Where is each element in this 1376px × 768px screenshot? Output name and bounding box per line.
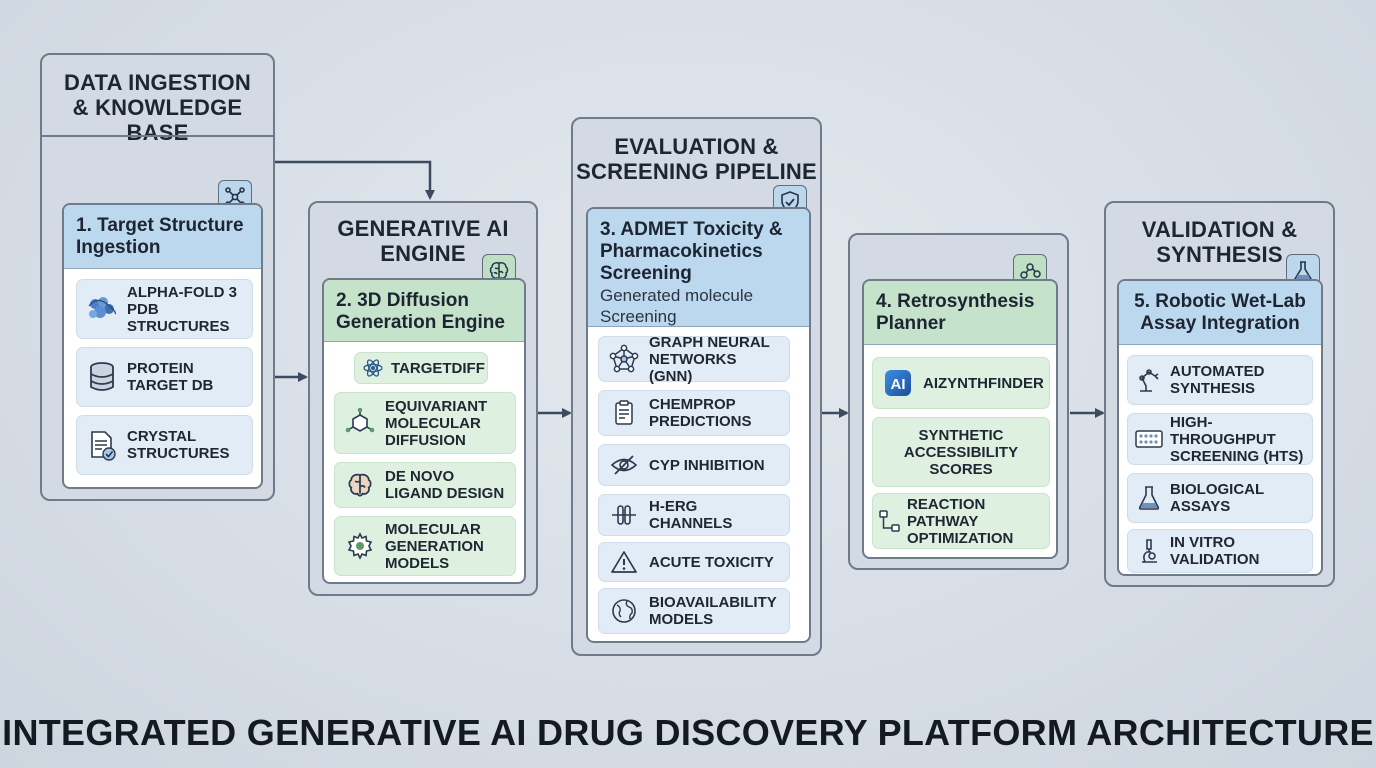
stage-admet-screening: 3. ADMET Toxicity & Pharmacokinetics Scr… [586, 207, 811, 643]
list-item-crystal-structures: CRYSTAL STRUCTURES [76, 415, 253, 475]
list-item-in-vitro: IN VITRO VALIDATION [1127, 529, 1313, 573]
flowchart-icon [878, 504, 902, 538]
list-item-label: TARGETDIFF [391, 359, 485, 377]
ion-channel-icon [607, 498, 641, 532]
graph-network-icon [607, 342, 641, 376]
stage-robotic-wet-lab: 5. Robotic Wet-Lab Assay Integration AUT… [1117, 279, 1323, 576]
list-item-de-novo-ligand: DE NOVO LIGAND DESIGN [334, 462, 516, 508]
column-generative-ai-engine: GENERATIVE AI ENGINE 2. 3D Diffusion Gen… [308, 201, 538, 596]
list-item-label: BIOAVAILABILITY MODELS [649, 594, 777, 628]
list-item-targetdiff: TARGETDIFF [354, 352, 488, 384]
brain-icon [343, 468, 377, 502]
list-item-label: DE NOVO LIGAND DESIGN [385, 468, 505, 502]
protein-structure-icon [85, 292, 119, 326]
list-item-label: CHEMPROP PREDICTIONS [649, 396, 752, 430]
list-item-label: ACUTE TOXICITY [649, 553, 774, 571]
column-title: EVALUATION & SCREENING PIPELINE [576, 134, 817, 184]
stage-title: 3. ADMET Toxicity & Pharmacokinetics Scr… [600, 219, 783, 284]
list-item-label: REACTION PATHWAY OPTIMIZATION [907, 495, 1014, 547]
warning-icon [607, 545, 641, 579]
gear-icon [343, 529, 377, 563]
list-item-bioavailability: BIOAVAILABILITY MODELS [598, 588, 790, 634]
list-item-equivariant-diffusion: EQUIVARIANT MOLECULAR DIFFUSION [334, 392, 516, 454]
stage-subtitle: Generated molecule Screening [600, 286, 754, 326]
eye-off-icon [607, 448, 641, 482]
list-item-label: CYP INHIBITION [649, 456, 765, 474]
list-item-chemprop: CHEMPROP PREDICTIONS [598, 390, 790, 436]
list-item-molecular-generation: MOLECULAR GENERATION MODELS [334, 516, 516, 576]
atom-icon [361, 356, 385, 380]
list-item-label: H-ERG CHANNELS [649, 498, 733, 532]
stage-header: 1. Target Structure Ingestion [64, 205, 261, 269]
list-item-aizynthfinder: AI AIZYNTHFINDER [872, 357, 1050, 409]
list-item-acute-toxicity: ACUTE TOXICITY [598, 542, 790, 582]
column-retrosynthesis: 4. Retrosynthesis Planner AI AIZYNTHFIND… [848, 233, 1069, 570]
stage-title: 4. Retrosynthesis Planner [876, 291, 1035, 334]
stage-header: 3. ADMET Toxicity & Pharmacokinetics Scr… [588, 209, 809, 327]
ai-logo-icon: AI [881, 366, 915, 400]
column-title-divider [42, 135, 273, 137]
stage-title: 5. Robotic Wet-Lab Assay Integration [1134, 291, 1306, 334]
list-item-cyp-inhibition: CYP INHIBITION [598, 444, 790, 486]
column-validation-synthesis: VALIDATION & SYNTHESIS 5. Robotic Wet-La… [1104, 201, 1335, 587]
clipboard-icon [607, 396, 641, 430]
list-item-label: SYNTHETIC ACCESSIBILITY SCORES [903, 426, 1019, 478]
list-item-alphafold: ALPHA-FOLD 3 PDB STRUCTURES [76, 279, 253, 339]
stage-3d-diffusion: 2. 3D Diffusion Generation Engine TARGET… [322, 278, 526, 584]
column-evaluation-screening: EVALUATION & SCREENING PIPELINE 3. ADMET… [571, 117, 822, 656]
list-item-label: AIZYNTHFINDER [923, 374, 1044, 392]
database-icon [85, 360, 119, 394]
list-item-label: MOLECULAR GENERATION MODELS [385, 520, 484, 572]
well-plate-icon [1134, 422, 1164, 456]
list-item-herg-channels: H-ERG CHANNELS [598, 494, 790, 536]
stage-title: 1. Target Structure Ingestion [76, 215, 244, 258]
stage-retrosynthesis-planner: 4. Retrosynthesis Planner AI AIZYNTHFIND… [862, 279, 1058, 559]
stage-title: 2. 3D Diffusion Generation Engine [336, 290, 505, 333]
column-title: GENERATIVE AI ENGINE [337, 216, 509, 266]
list-item-gnn: GRAPH NEURAL NETWORKS (GNN) [598, 333, 790, 385]
page-title: INTEGRATED GENERATIVE AI DRUG DISCOVERY … [2, 712, 1374, 753]
list-item-label: ALPHA-FOLD 3 PDB STRUCTURES [127, 283, 237, 335]
list-item-reaction-pathway: REACTION PATHWAY OPTIMIZATION [872, 493, 1050, 549]
list-item-label: BIOLOGICAL ASSAYS [1170, 481, 1265, 515]
list-item-synthetic-accessibility: SYNTHETIC ACCESSIBILITY SCORES [872, 417, 1050, 487]
list-item-label: PROTEIN TARGET DB [127, 360, 214, 394]
stage-header: 5. Robotic Wet-Lab Assay Integration [1119, 281, 1321, 345]
list-item-label: CRYSTAL STRUCTURES [127, 428, 230, 462]
svg-text:AI: AI [891, 376, 906, 393]
stage-header: 2. 3D Diffusion Generation Engine [324, 280, 524, 342]
list-item-automated-synthesis: AUTOMATED SYNTHESIS [1127, 355, 1313, 405]
column-title: VALIDATION & SYNTHESIS [1141, 217, 1298, 267]
microscope-icon [1134, 534, 1164, 568]
list-item-biological-assays: BIOLOGICAL ASSAYS [1127, 473, 1313, 523]
stage-target-structure-ingestion: 1. Target Structure Ingestion ALPHA-FOLD… [62, 203, 263, 489]
list-item-hts: HIGH-THROUGHPUT SCREENING (HTS) [1127, 413, 1313, 465]
stage-header: 4. Retrosynthesis Planner [864, 281, 1056, 345]
molecule-icon [343, 406, 377, 440]
column-title: DATA INGESTION & KNOWLEDGE BASE [64, 70, 251, 145]
list-item-label: GRAPH NEURAL NETWORKS (GNN) [649, 333, 770, 385]
list-item-protein-target-db: PROTEIN TARGET DB [76, 347, 253, 407]
beaker-icon [1134, 481, 1164, 515]
column-data-ingestion: DATA INGESTION & KNOWLEDGE BASE 1. Targe… [40, 53, 275, 501]
document-check-icon [85, 428, 119, 462]
globe-icon [607, 594, 641, 628]
list-item-label: IN VITRO VALIDATION [1170, 534, 1260, 568]
list-item-label: EQUIVARIANT MOLECULAR DIFFUSION [385, 397, 488, 449]
list-item-label: HIGH-THROUGHPUT SCREENING (HTS) [1170, 413, 1304, 465]
robot-arm-icon [1134, 363, 1164, 397]
list-item-label: AUTOMATED SYNTHESIS [1170, 363, 1265, 397]
